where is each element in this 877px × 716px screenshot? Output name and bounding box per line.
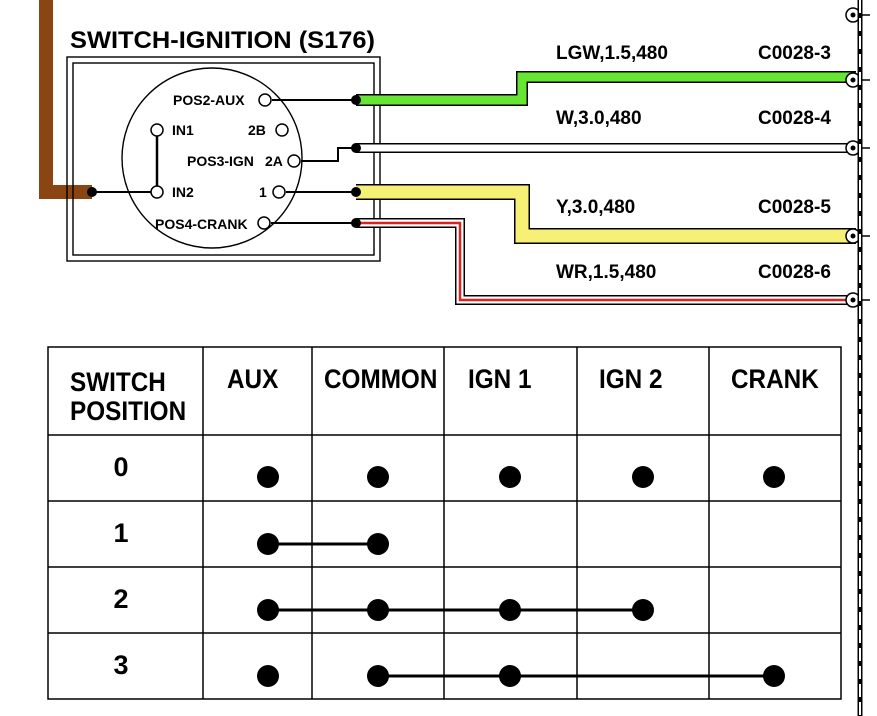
table-row-position: 3 <box>113 650 129 680</box>
t1-exit-dot <box>351 187 361 197</box>
wire-green-fill <box>356 72 856 105</box>
terminal-in2 <box>150 185 164 199</box>
terminal-2b <box>275 123 289 137</box>
connection-dot <box>367 533 389 555</box>
wire-label: Y,3.0,480 <box>556 197 635 218</box>
connection-dot <box>257 665 279 687</box>
terminal-pos2-aux <box>258 93 272 107</box>
connector-label: C0028-3 <box>758 43 831 64</box>
terminal-pos2-aux-label: POS2-AUX <box>173 92 245 108</box>
terminal-pos4-crank-label: POS4-CRANK <box>155 216 248 232</box>
switch-inner-box <box>72 62 375 256</box>
terminal-pos4-crank <box>257 216 271 230</box>
switch-rotor-circle <box>121 67 303 249</box>
table-header-crank: CRANK <box>731 364 819 394</box>
connection-dot <box>499 665 521 687</box>
wire-yellow-fill <box>356 185 856 243</box>
crank-exit-dot <box>351 218 361 228</box>
connection-dot <box>632 466 654 488</box>
connector-label: C0028-5 <box>758 197 831 218</box>
table-row-position: 0 <box>113 452 129 482</box>
table-header-ign1: IGN 1 <box>468 364 532 394</box>
connection-dot <box>367 466 389 488</box>
terminal-in2-label: IN2 <box>172 184 194 200</box>
connection-dot <box>257 533 279 555</box>
table-row-position: 2 <box>113 584 129 614</box>
connection-dot <box>499 466 521 488</box>
terminal-1 <box>272 185 286 199</box>
connector-pin <box>845 72 870 88</box>
wire-white-red-stripe <box>356 221 856 302</box>
connection-dot <box>763 665 785 687</box>
wire-label: WR,1.5,480 <box>556 262 656 283</box>
terminal-in1-label: IN1 <box>172 122 194 138</box>
connection-dot <box>499 599 521 621</box>
connector-label: C0028-6 <box>758 262 831 283</box>
switch-table-marks <box>257 466 785 687</box>
feed-wire <box>39 0 92 199</box>
table-header-common: COMMON <box>324 364 438 394</box>
connection-dot <box>763 466 785 488</box>
table-row-position: 1 <box>113 518 129 548</box>
terminal-2a-label: 2A <box>265 153 283 169</box>
terminal-2a <box>287 154 301 168</box>
connection-dot <box>257 599 279 621</box>
table-header-switch: SWITCH <box>70 367 166 397</box>
connection-dot <box>367 599 389 621</box>
table-header-ign2: IGN 2 <box>599 364 663 394</box>
connection-dot <box>367 665 389 687</box>
terminal-2b-label: 2B <box>248 122 266 138</box>
table-header-aux: AUX <box>227 364 279 394</box>
switch-title: SWITCH-IGNITION (S176) <box>70 27 375 54</box>
terminal-pos3-ign-label: POS3-IGN <box>187 153 254 169</box>
table-header-position: POSITION <box>70 396 187 426</box>
switch-outer-box <box>66 56 381 262</box>
wire-label: LGW,1.5,480 <box>556 43 668 64</box>
ign-exit-dot <box>351 143 361 153</box>
switch-table-grid <box>47 346 842 700</box>
aux-exit-dot <box>351 95 361 105</box>
wire-label: W,3.0,480 <box>556 108 642 129</box>
ign-internal-lead <box>301 147 356 162</box>
connection-dot <box>632 599 654 621</box>
terminal-in1 <box>150 123 164 137</box>
connection-dot <box>257 466 279 488</box>
terminal-1-label: 1 <box>259 184 267 200</box>
connector-label: C0028-4 <box>758 108 831 129</box>
